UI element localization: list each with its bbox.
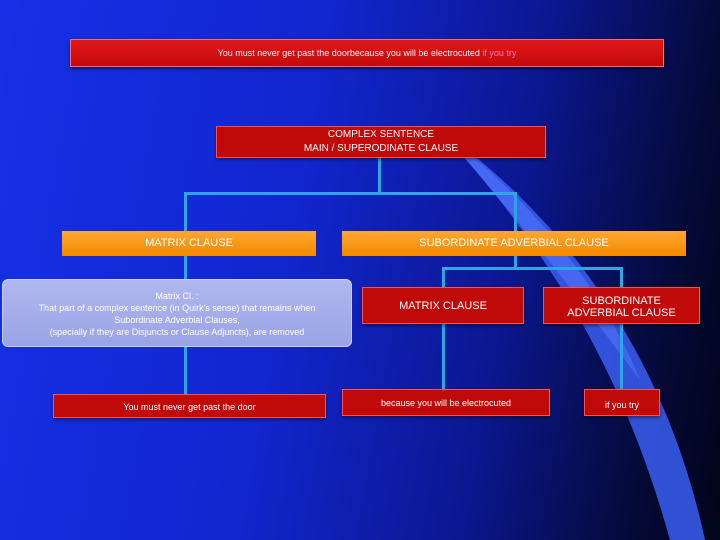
definition-line3: Subordinate Adverbial Clauses,	[114, 315, 240, 325]
subordinate-adverbial-clause-node: SUBORDINATE ADVERBIAL CLAUSE	[342, 231, 686, 256]
matrix-clause-node: MATRIX CLAUSE	[62, 231, 316, 256]
leaf-main-clause: You must never get past the door	[53, 394, 326, 418]
sub-subordinate-line1: SUBORDINATE	[582, 295, 661, 307]
top-sentence-part3: if you try	[482, 48, 517, 58]
sub-matrix-clause-node: MATRIX CLAUSE	[362, 287, 524, 324]
top-sentence-part2: because you will be electrocuted	[349, 48, 480, 58]
leaf-main-clause-text: You must never get past the door	[123, 402, 256, 412]
top-sentence-bar: You must never get past the doorbecause …	[70, 39, 664, 67]
sub-matrix-clause-label: MATRIX CLAUSE	[399, 300, 487, 312]
matrix-clause-label: MATRIX CLAUSE	[145, 237, 233, 249]
sub-subordinate-clause-node: SUBORDINATE ADVERBIAL CLAUSE	[543, 287, 700, 324]
leaf-if-clause-text: if you try	[604, 400, 639, 410]
matrix-clause-definition-box: Matrix Cl. : That part of a complex sent…	[2, 279, 352, 347]
definition-line4: (specially if they are Disjuncts or Clau…	[49, 327, 305, 337]
definition-line1: Matrix Cl. :	[155, 291, 199, 301]
leaf-if-clause: if you try	[584, 389, 660, 416]
root-node-complex-sentence: COMPLEX SENTENCE MAIN / SUPERODINATE CLA…	[216, 126, 546, 158]
subordinate-adverbial-clause-label: SUBORDINATE ADVERBIAL CLAUSE	[419, 237, 609, 249]
sub-subordinate-line2: ADVERBIAL CLAUSE	[567, 307, 676, 319]
top-sentence-part1: You must never get past the door	[217, 48, 350, 58]
leaf-because-clause: because you will be electrocuted	[342, 389, 550, 416]
leaf-because-clause-text: because you will be electrocuted	[380, 398, 512, 408]
root-node-line1: COMPLEX SENTENCE	[327, 129, 435, 140]
root-node-line2: MAIN / SUPERODINATE CLAUSE	[303, 143, 459, 154]
definition-line2: That part of a complex sentence (in Quir…	[38, 303, 316, 313]
